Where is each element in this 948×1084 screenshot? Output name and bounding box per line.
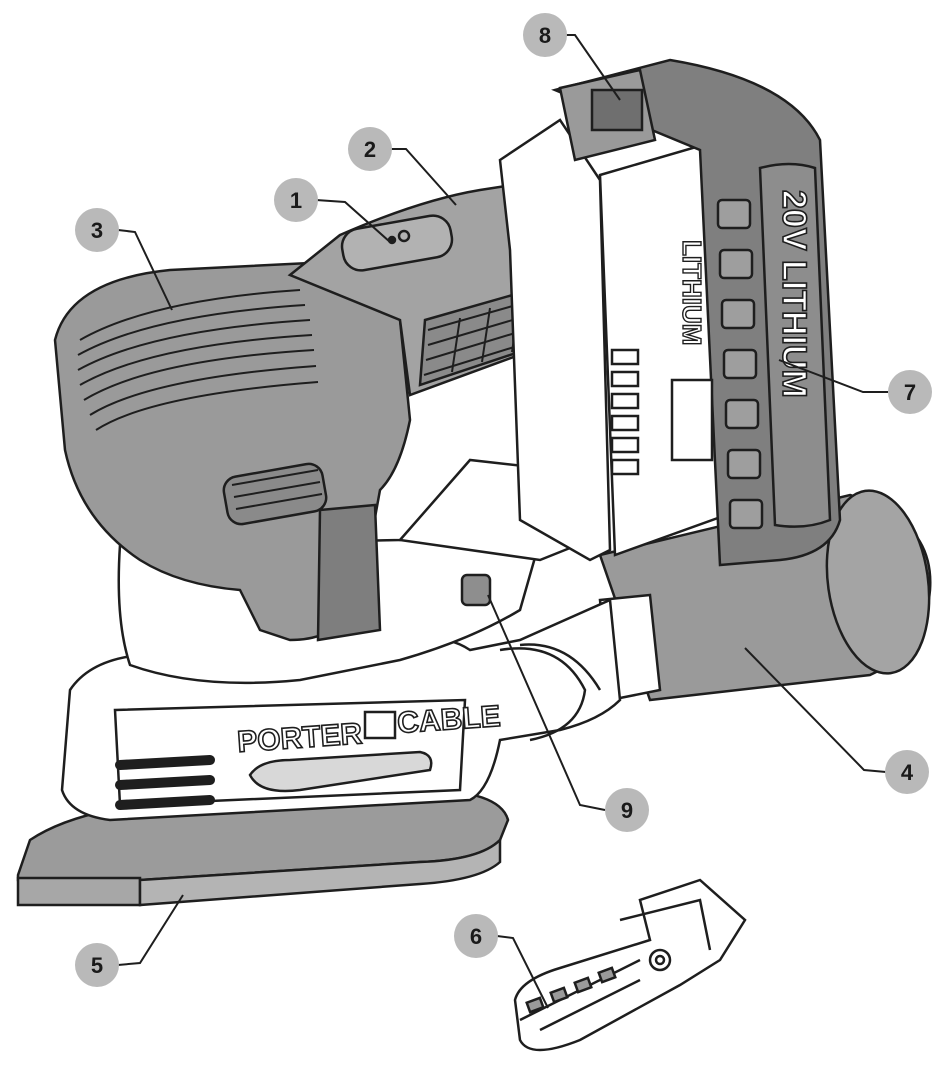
callout-bubble-2: 2 xyxy=(348,127,392,171)
callout-bubble-4: 4 xyxy=(885,750,929,794)
callout-number-5: 5 xyxy=(91,953,103,978)
callout-bubble-7: 7 xyxy=(888,370,932,414)
callout-number-3: 3 xyxy=(91,218,103,243)
leader-lines xyxy=(117,34,888,1009)
leader-line-9 xyxy=(487,594,606,811)
callout-bubble-9: 9 xyxy=(605,788,649,832)
leader-line-5 xyxy=(117,894,184,966)
leader-line-7 xyxy=(778,359,888,393)
callout-number-6: 6 xyxy=(470,924,482,949)
callout-bubble-1: 1 xyxy=(274,178,318,222)
battery-face-text: 20V LITHIUM xyxy=(775,190,813,398)
leader-line-3 xyxy=(117,229,173,311)
detail-attachment xyxy=(513,878,747,1052)
callout-bubble-5: 5 xyxy=(75,943,119,987)
callout-bubble-8: 8 xyxy=(523,13,567,57)
callout-number-1: 1 xyxy=(290,188,302,213)
leader-line-1 xyxy=(315,199,391,243)
callout-number-2: 2 xyxy=(364,137,376,162)
battery-side-text: LITHIUM xyxy=(677,240,707,345)
callout-bubble-3: 3 xyxy=(75,208,119,252)
callout-bubble-6: 6 xyxy=(454,914,498,958)
leader-line-4 xyxy=(744,647,887,773)
battery-pack xyxy=(498,58,842,567)
leader-line-6 xyxy=(496,935,549,1009)
brand-left-text: PORTER xyxy=(236,717,363,759)
callout-number-8: 8 xyxy=(539,23,551,48)
callout-number-4: 4 xyxy=(901,760,914,785)
callout-number-9: 9 xyxy=(621,798,633,823)
leader-line-2 xyxy=(390,148,457,206)
dust-bag xyxy=(598,489,932,702)
brand-right-text: CABLE xyxy=(396,700,501,740)
callout-number-7: 7 xyxy=(904,380,916,405)
